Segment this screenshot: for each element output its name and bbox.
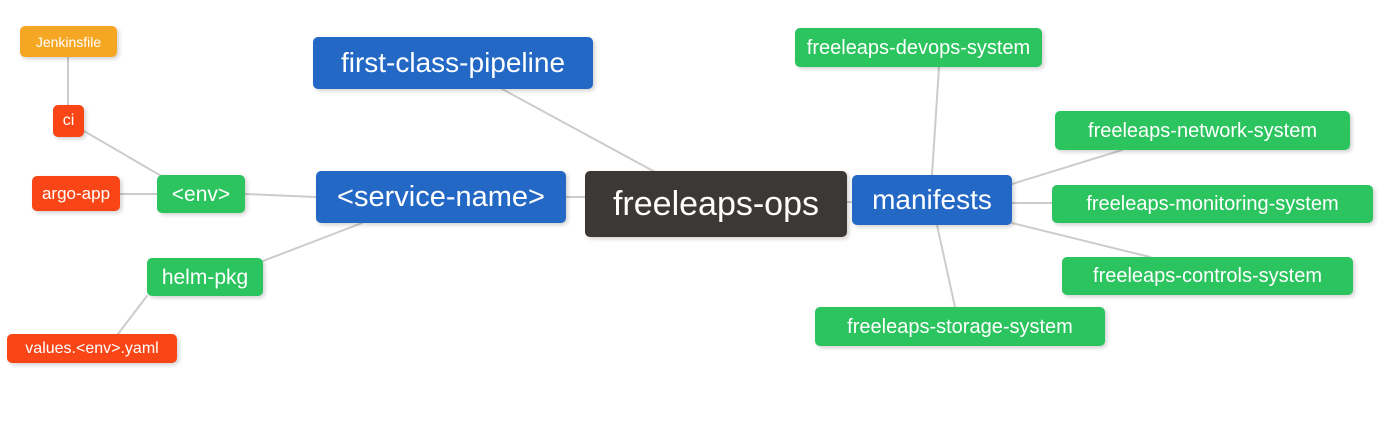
node-ci[interactable]: ci <box>53 105 84 137</box>
node-helm-pkg[interactable]: helm-pkg <box>147 258 263 296</box>
node-values-env-yaml[interactable]: values.<env>.yaml <box>7 334 177 363</box>
node-freeleaps-monitoring-system[interactable]: freeleaps-monitoring-system <box>1052 185 1373 223</box>
connector-manifests-network <box>1011 149 1123 185</box>
node-service-name[interactable]: <service-name> <box>316 171 566 223</box>
node-manifests[interactable]: manifests <box>852 175 1012 225</box>
node-argo-app[interactable]: argo-app <box>32 176 120 211</box>
node-first-class-pipeline[interactable]: first-class-pipeline <box>313 37 593 89</box>
node-env[interactable]: <env> <box>157 175 245 213</box>
connector-ci-env <box>83 130 164 178</box>
connector-values-helmpkg <box>117 295 148 335</box>
connector-manifests-devops <box>931 66 940 176</box>
node-freeleaps-ops[interactable]: freeleaps-ops <box>585 171 847 237</box>
node-freeleaps-devops-system[interactable]: freeleaps-devops-system <box>795 28 1042 67</box>
connector-helmpkg-servicename <box>262 222 363 262</box>
connector-manifests-controls <box>1011 222 1151 258</box>
node-jenkinsfile[interactable]: Jenkinsfile <box>20 26 117 57</box>
node-freeleaps-controls-system[interactable]: freeleaps-controls-system <box>1062 257 1353 295</box>
connector-pipeline-ops <box>501 88 656 173</box>
node-freeleaps-network-system[interactable]: freeleaps-network-system <box>1055 111 1350 150</box>
node-freeleaps-storage-system[interactable]: freeleaps-storage-system <box>815 307 1105 346</box>
connector-env-servicename <box>244 193 317 198</box>
connector-manifests-storage <box>936 224 956 308</box>
